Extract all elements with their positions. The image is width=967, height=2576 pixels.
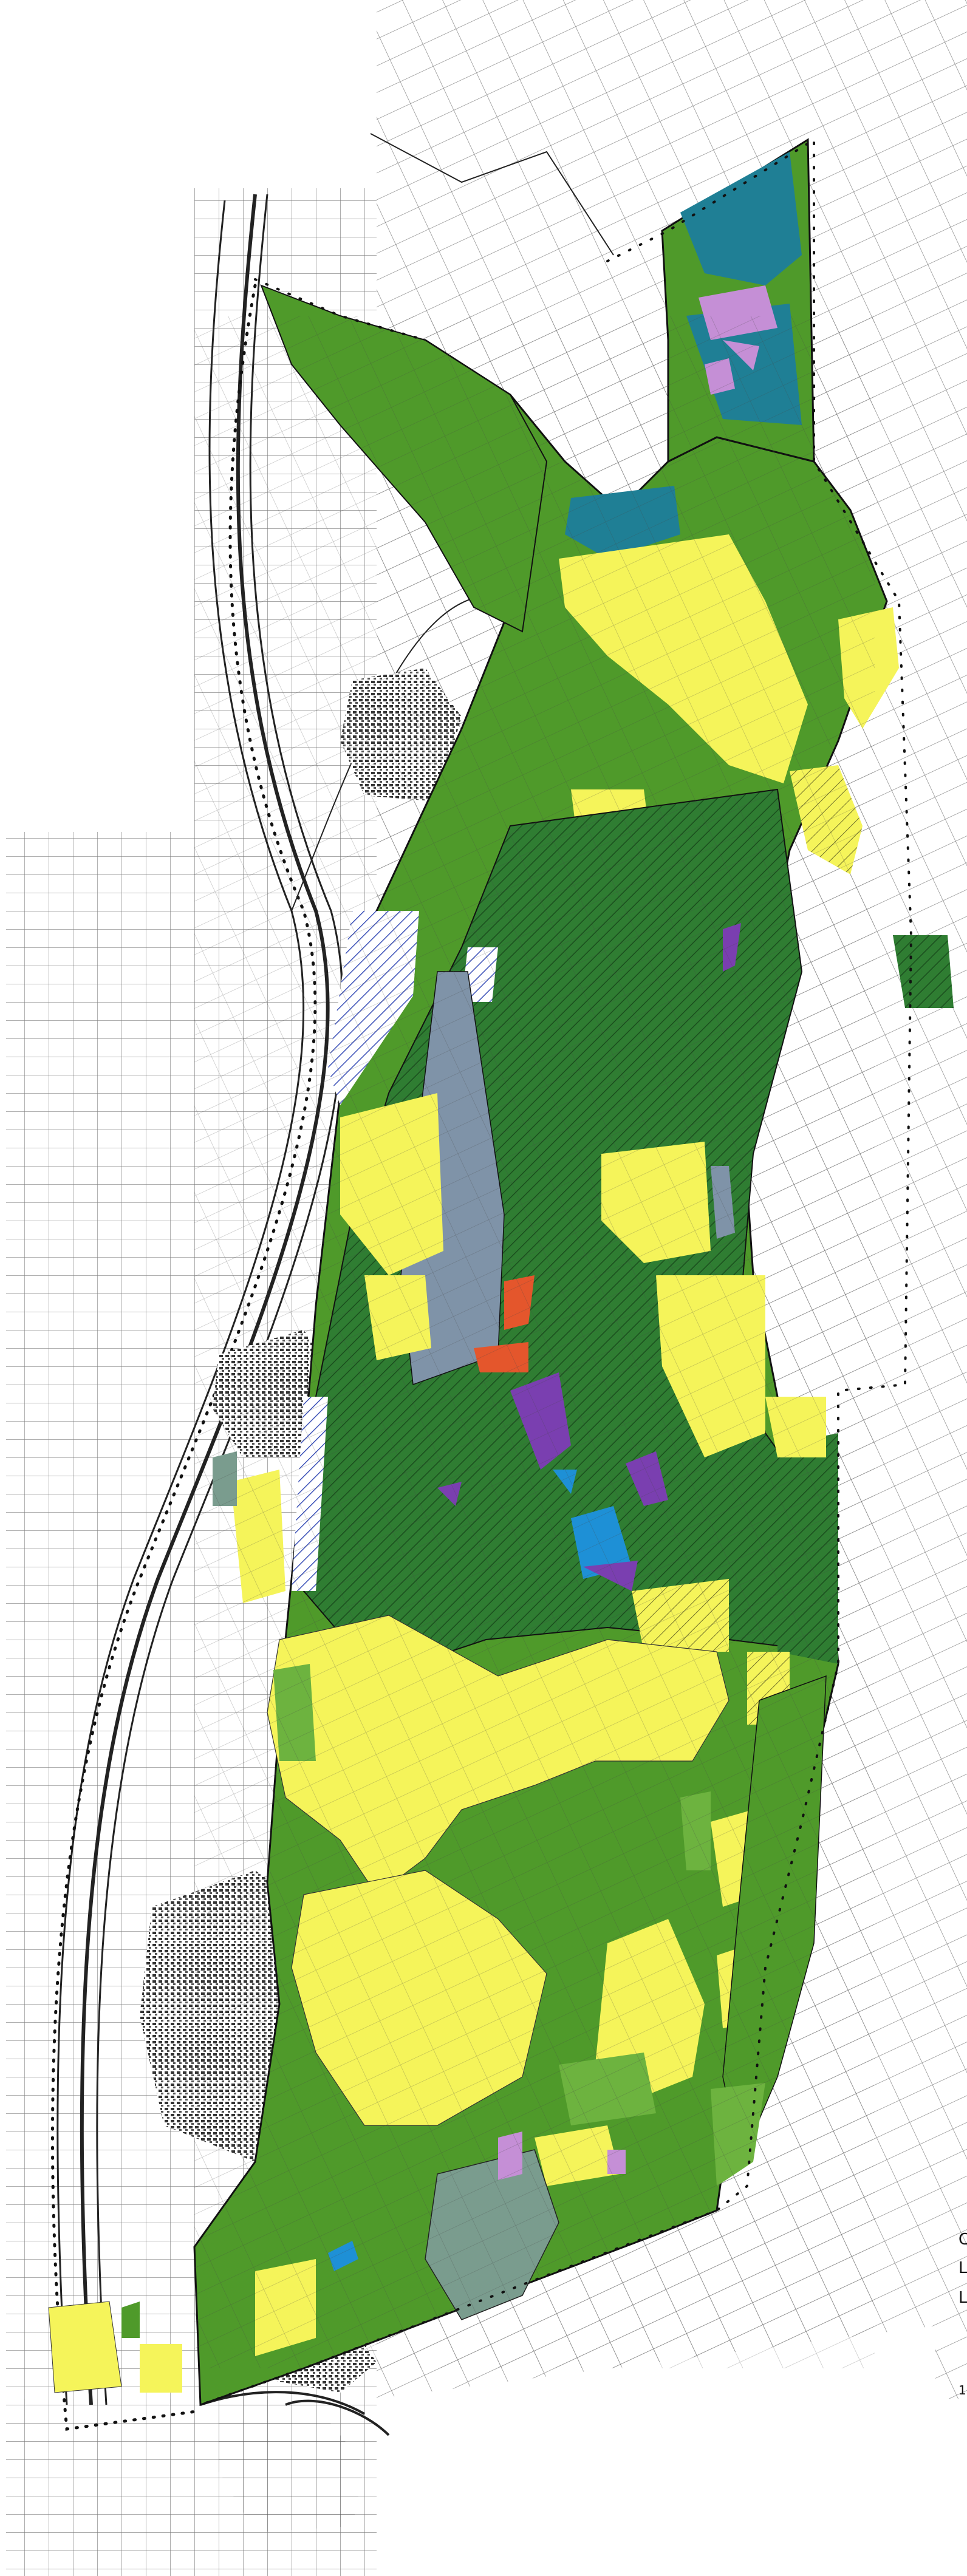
edge-letter: L	[958, 2259, 967, 2277]
edge-letter: L	[958, 2289, 967, 2307]
plan-boundary	[199, 137, 913, 2406]
edge-letter: 1	[958, 2383, 966, 2397]
edge-letter: C	[958, 2230, 967, 2249]
plan-area	[48, 138, 954, 2407]
